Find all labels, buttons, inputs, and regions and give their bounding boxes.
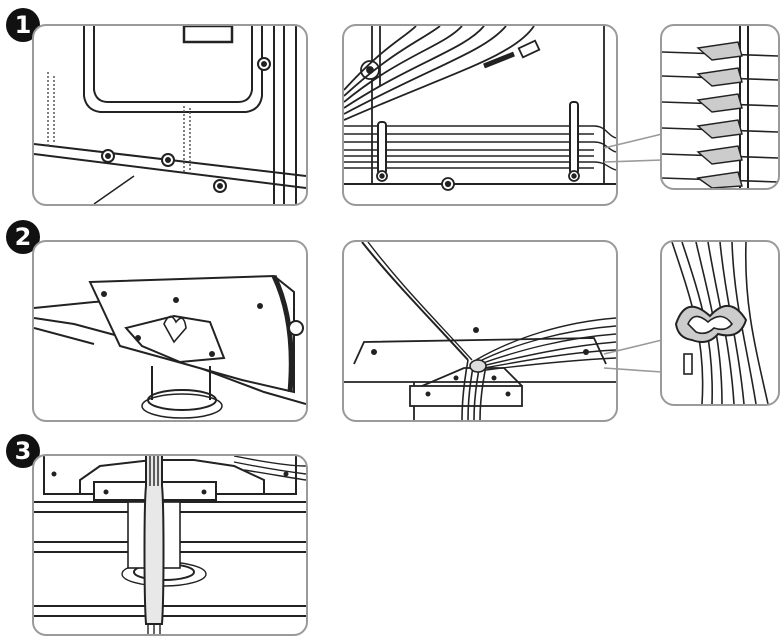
step-1-cable-routing-illustration bbox=[342, 24, 618, 206]
step-2-badge: 2 bbox=[6, 220, 40, 254]
step-1-cable-clips-closeup bbox=[660, 24, 780, 190]
step-1-rear-panel-illustration bbox=[32, 24, 308, 206]
step-3-badge: 3 bbox=[6, 434, 40, 468]
step-2-cable-bundle-illustration bbox=[342, 240, 618, 422]
step-2-stand-cover-illustration bbox=[32, 240, 308, 422]
step-3-stand-neck-cover-illustration bbox=[32, 454, 308, 636]
step-1-badge: 1 bbox=[6, 8, 40, 42]
step-2-cable-clip-closeup bbox=[660, 240, 780, 406]
